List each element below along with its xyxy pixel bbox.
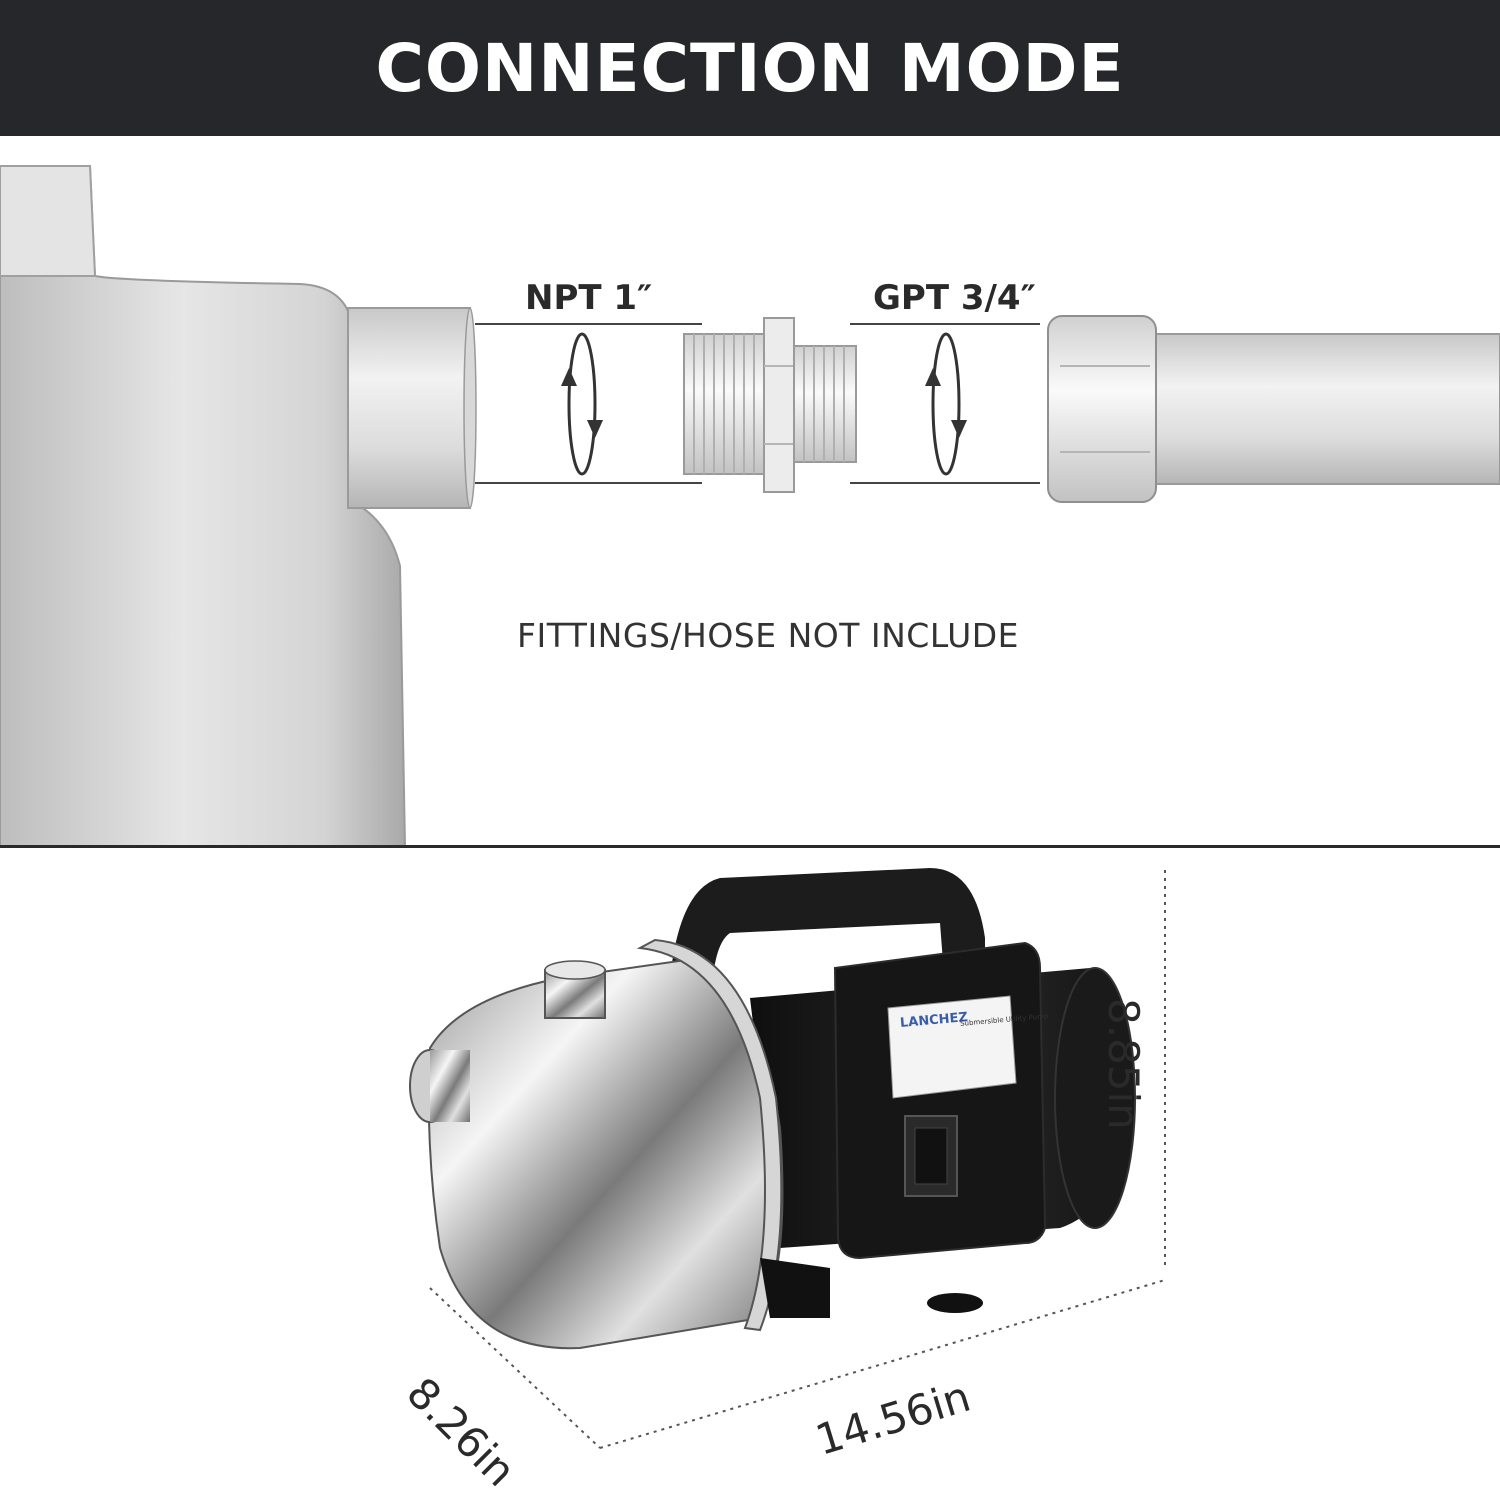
adapter-spec-label: GPT 3/4″ <box>873 278 1036 318</box>
section-divider <box>0 845 1500 848</box>
header-banner: CONNECTION MODE <box>0 0 1500 136</box>
connection-illustration <box>0 165 1500 848</box>
product-section: LANCHEZ Submersible Utility Pump 8.85in … <box>0 848 1500 1496</box>
height-dimension-label: 8.85in <box>1099 998 1148 1130</box>
rotate-arrows-icon <box>925 332 967 476</box>
hose-rendering <box>1047 315 1500 503</box>
connection-diagram: NPT 1″ GPT 3/4″ FITTINGS/HOSE NOT INCLUD… <box>0 136 1500 848</box>
pump-product-rendering <box>409 868 1166 1449</box>
fittings-note: FITTINGS/HOSE NOT INCLUDE <box>517 616 1020 655</box>
rotate-arrows-icon <box>561 332 603 476</box>
page-title: CONNECTION MODE <box>375 29 1125 107</box>
adapter-fitting-rendering <box>683 317 857 493</box>
pump-body-rendering <box>0 165 477 848</box>
inlet-spec-label: NPT 1″ <box>525 278 653 318</box>
